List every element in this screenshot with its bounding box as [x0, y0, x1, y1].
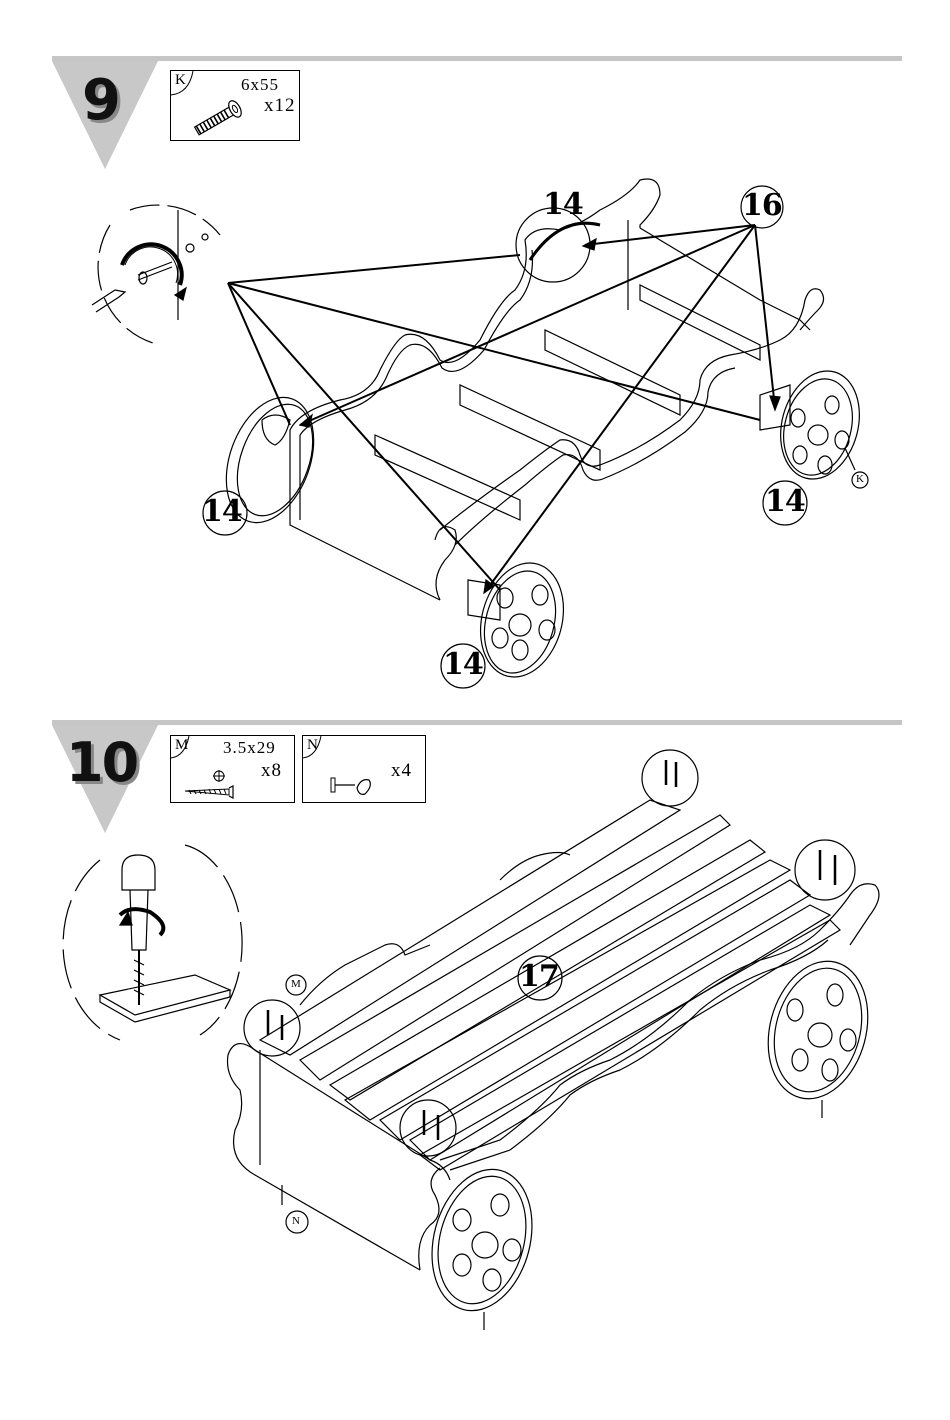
fastener-label-m: M: [291, 978, 301, 990]
wheel-front-left-10: [417, 1158, 547, 1322]
fastener-label-n: N: [292, 1215, 300, 1227]
wheel-back-right: [754, 950, 883, 1110]
callout-part-17: 17: [519, 962, 559, 992]
screwdriver-detail-icon: [63, 845, 242, 1040]
